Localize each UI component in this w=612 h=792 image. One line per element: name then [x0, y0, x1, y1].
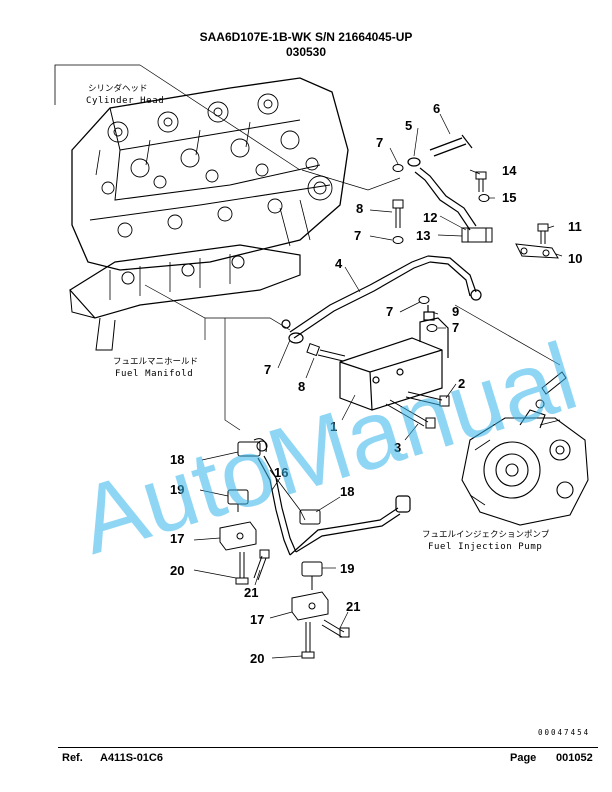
bolt-20-lower	[301, 622, 315, 659]
bolt-21-lower	[321, 619, 350, 638]
callout-19a: 19	[170, 482, 184, 497]
callout-18b: 18	[340, 484, 354, 499]
model-serial-title: SAA6D107E-1B-WK S/N 21664045-UP	[199, 30, 413, 44]
footer-rule	[58, 747, 598, 748]
footer-page-label: Page	[510, 752, 537, 764]
callout-17b: 17	[250, 612, 264, 627]
callout-7d: 7	[452, 320, 459, 335]
callout-13: 13	[416, 228, 430, 243]
callout-9: 9	[452, 304, 459, 319]
label-fuel-manifold-en: Fuel Manifold	[115, 369, 193, 379]
pump-fitting	[535, 371, 567, 409]
sensor-18-upper	[237, 438, 268, 457]
callout-21a: 21	[244, 585, 258, 600]
bolt-11	[537, 223, 549, 244]
bracket-17-lower	[291, 591, 329, 621]
bracket-17-upper	[219, 521, 257, 551]
callout-7e: 7	[264, 362, 271, 377]
callout-20a: 20	[170, 563, 184, 578]
bolt-3	[385, 399, 436, 429]
callout-19b: 19	[340, 561, 354, 576]
footer-ref-value: A411S-01C6	[100, 752, 163, 764]
callout-16: 16	[274, 465, 288, 480]
bolt-20-upper	[235, 552, 249, 585]
fuel-pipe-4	[281, 255, 482, 344]
drawing-code: 00047454	[538, 728, 590, 737]
fuel-manifold-drawing	[69, 244, 301, 351]
sensor-19-lower	[301, 561, 323, 590]
callout-2: 2	[458, 376, 465, 391]
cylinder-head-drawing	[71, 77, 349, 271]
callout-5: 5	[405, 118, 412, 133]
label-fuel-manifold-jp: フュエルマニホールド	[113, 357, 198, 367]
callout-17a: 17	[170, 531, 184, 546]
callout-4: 4	[335, 256, 343, 271]
callout-14: 14	[502, 163, 517, 178]
bolt-21-upper	[253, 549, 270, 581]
fuel-pipe-upper	[407, 134, 477, 231]
callout-10: 10	[568, 251, 582, 266]
bolt-8-upper	[392, 199, 404, 228]
callout-20b: 20	[250, 651, 264, 666]
fuel-injection-pump-drawing	[461, 409, 589, 526]
callout-15: 15	[502, 190, 516, 205]
label-fuel-pump-jp: フュエルインジェクションポンプ	[422, 530, 550, 540]
block-1	[339, 305, 449, 411]
callout-7c: 7	[386, 304, 393, 319]
connector-12-13	[461, 227, 493, 243]
callout-12: 12	[423, 210, 437, 225]
date-code-title: 030530	[285, 45, 327, 59]
bolt-2	[405, 391, 450, 407]
parts-diagram: シリンダヘッド Cylinder Head フュエルマニホールド Fuel Ma…	[54, 64, 590, 737]
callout-3: 3	[394, 440, 401, 455]
callout-18a: 18	[170, 452, 184, 467]
callout-8b: 8	[298, 379, 305, 394]
bolt-8-lower	[306, 342, 346, 362]
footer-ref-label: Ref.	[62, 752, 83, 764]
sensor-18-lower	[299, 509, 321, 525]
callout-1: 1	[330, 419, 337, 434]
label-cylinder-head-en: Cylinder Head	[86, 96, 164, 106]
callout-21b: 21	[346, 599, 360, 614]
callout-numbers: 1 2 3 4 5 6 7 7 7 7 7 8 8 9 10 11 12 13 …	[170, 101, 582, 666]
callout-11: 11	[568, 219, 582, 234]
sensor-19-upper	[227, 489, 249, 512]
label-fuel-pump-en: Fuel Injection Pump	[428, 542, 542, 552]
footer-page-value: 001052	[556, 752, 593, 764]
label-cylinder-head-jp: シリンダヘッド	[88, 83, 148, 94]
clamp-10	[515, 243, 559, 259]
callout-7b: 7	[354, 228, 361, 243]
callout-8a: 8	[356, 201, 363, 216]
wire-harness-16	[257, 455, 411, 556]
bolt-14	[475, 171, 487, 192]
callout-7a: 7	[376, 135, 383, 150]
callout-6: 6	[433, 101, 440, 116]
